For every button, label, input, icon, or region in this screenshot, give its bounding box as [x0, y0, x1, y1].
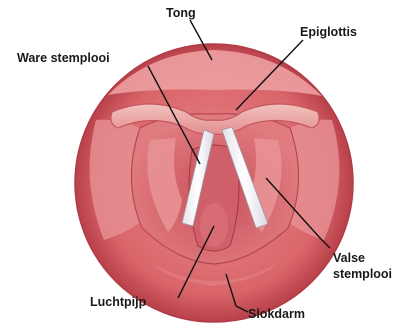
- label-valse-stemplooi-1: Valse: [333, 251, 365, 265]
- label-ware-stemplooi: Ware stemplooi: [17, 51, 110, 65]
- label-slokdarm: Slokdarm: [248, 307, 305, 321]
- trachea-ring: [200, 203, 228, 247]
- label-valse-stemplooi-2: stemplooi: [333, 267, 392, 281]
- label-luchtpijp: Luchtpijp: [90, 295, 147, 309]
- tongue-base-tissue: [108, 50, 322, 96]
- label-epiglottis: Epiglottis: [300, 25, 357, 39]
- label-tong: Tong: [166, 6, 196, 20]
